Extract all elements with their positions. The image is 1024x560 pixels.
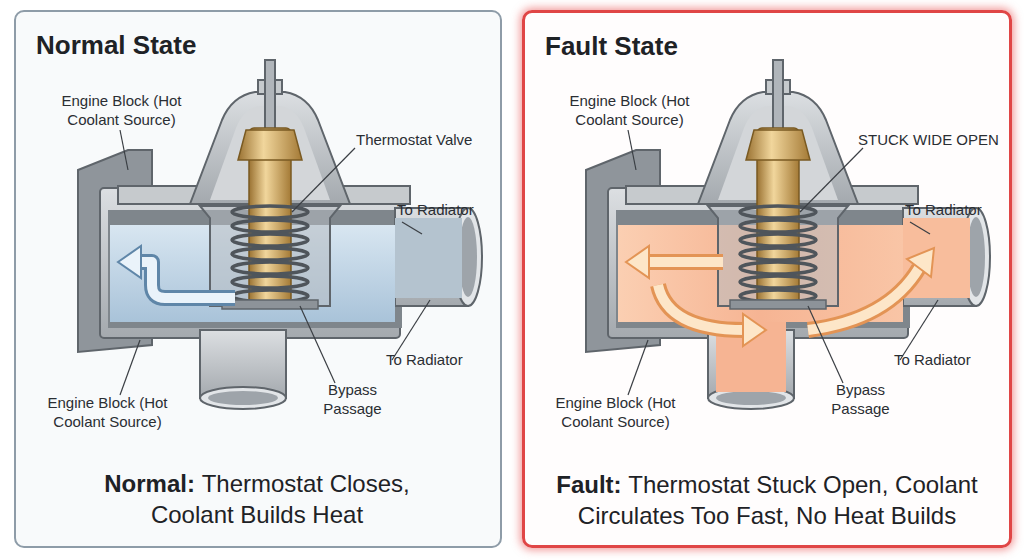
closed-outlet [395,218,462,298]
caption-text: Thermostat Stuck Open, Coolant Circulate… [578,471,978,529]
panel-caption: Normal:Thermostat Closes, Coolant Builds… [87,468,427,530]
thermostat [200,128,340,309]
flow-arrow [808,268,919,330]
flow-arrows [626,246,934,346]
arrow-head [743,314,766,346]
part-label: Engine Block (Hot Coolant Source) [44,92,199,130]
part-label: To Radiator [905,201,1005,220]
arrow-head [626,246,649,278]
panel-title: Fault State [545,31,678,62]
part-label: To Radiator [397,201,497,220]
part-label: To Radiator [386,351,486,370]
part-label: STUCK WIDE OPEN [858,131,1008,150]
part-label: To Radiator [894,351,994,370]
state-panel: Normal StateNormal:Thermostat Closes, Co… [14,10,502,548]
flow-arrow [140,262,235,298]
part-label: Engine Block (Hot Coolant Source) [30,394,185,432]
caption-lead: Normal: [104,470,195,497]
flow-arrow [658,285,744,330]
part-label: Engine Block (Hot Coolant Source) [538,394,693,432]
part-label: Bypass Passage [310,381,395,419]
flow-arrow [808,268,919,330]
flow-arrow [658,285,744,330]
caption-lead: Fault: [556,471,621,498]
part-label: Thermostat Valve [356,131,496,150]
panel-background [14,10,502,548]
flow-arrow [140,262,235,298]
flow-arrow [648,254,723,270]
thermostat [708,128,848,309]
arrow-head [118,246,141,278]
flow-arrow [648,257,723,267]
state-panel: Fault StateFault:Thermostat Stuck Open, … [522,10,1012,548]
arrow-head [907,248,934,277]
leader-lines [120,130,430,395]
panel-caption: Fault:Thermostat Stuck Open, Coolant Cir… [532,469,1002,531]
part-label: Bypass Passage [818,381,903,419]
panel-background [522,10,1012,548]
panel-title: Normal State [36,30,196,61]
part-label: Engine Block (Hot Coolant Source) [552,92,707,130]
leader-lines [628,130,938,395]
